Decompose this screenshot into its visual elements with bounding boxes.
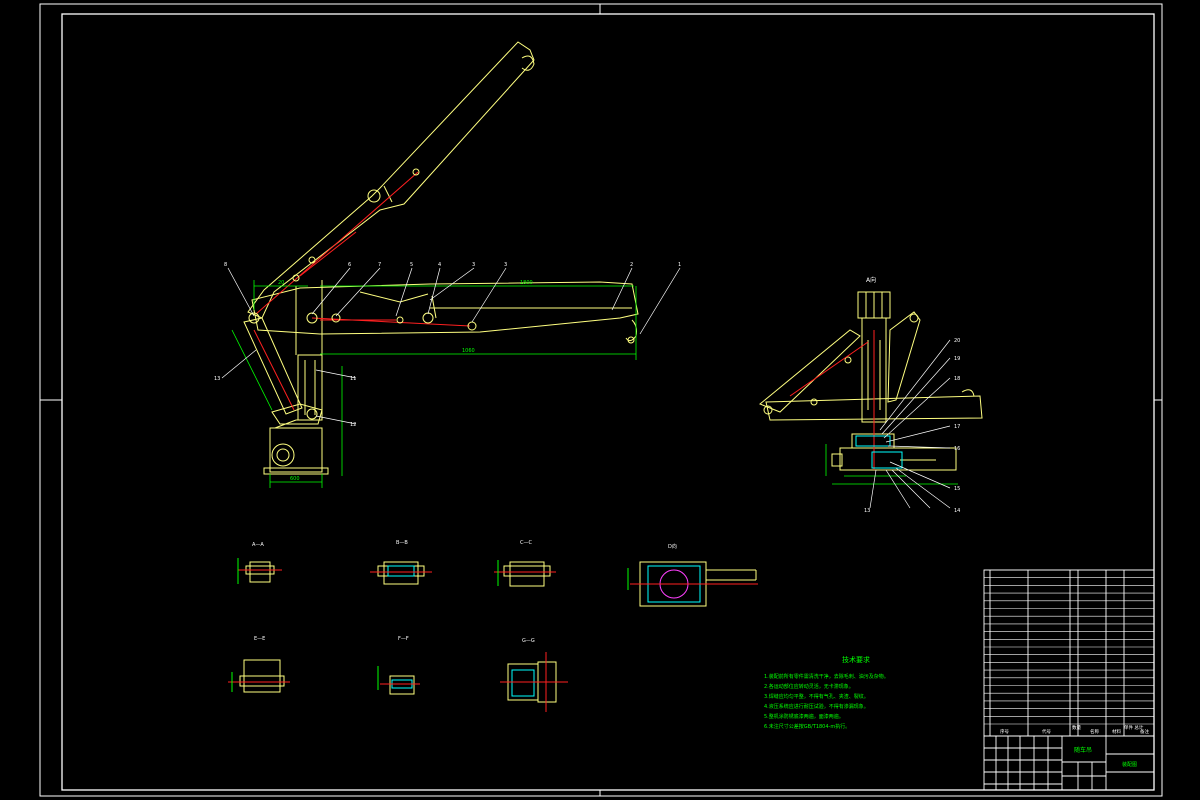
section-views: A—A B—B C—C D向 [228,540,758,712]
dim-label-boom: 1800 [520,280,533,286]
bill-of-materials: 序号 代号 名称 数量 材料 单件 总计 备注 [983,569,1155,737]
balloon-8: 8 [224,262,227,268]
dim-label-base: 600 [290,476,300,482]
bom-header-remark: 备注 [1140,728,1149,735]
detail-d [627,561,758,607]
balloon-12: 12 [350,422,356,428]
section-c [494,560,556,587]
side-view-label: A向 [866,276,876,284]
notes-heading: 技术要求 [842,655,870,664]
balloon-6: 6 [348,262,351,268]
main-leaders [221,267,681,425]
detail-d-label: D向 [668,543,677,550]
balloon-17: 17 [954,424,960,430]
balloon-13-side: 13 [864,508,870,514]
crane-column [271,280,323,425]
balloon-5: 5 [410,262,413,268]
pivot-pins [248,168,477,420]
section-b-label: B—B [396,540,408,546]
drawing-name: 随车吊 [1074,746,1092,754]
note-line-5: 5.整机涂防锈底漆两遍，面漆两遍。 [764,713,844,720]
balloon-3b: 3 [504,262,507,268]
title-block [983,735,1155,791]
balloon-1: 1 [678,262,681,268]
balloon-18: 18 [954,376,960,382]
crane-base [263,419,329,475]
main-crane-view: 1800 1060 600 20 8 6 7 5 4 3 3 2 [214,41,681,488]
bom-header-no: 序号 [1000,728,1009,735]
section-g-label: G—G [522,638,535,644]
balloon-2: 2 [630,262,633,268]
note-line-6: 6.未注尺寸公差按GB/T1804-m执行。 [764,723,850,730]
bom-header: 序号 代号 名称 数量 材料 单件 总计 备注 [1000,724,1149,735]
main-dimensions [231,280,637,488]
balloon-14: 14 [954,508,960,514]
balloon-4: 4 [438,262,441,268]
dim-label-top: 20 [278,280,284,286]
side-balloons: 20 19 18 17 16 15 14 13 [864,338,960,514]
section-a [237,558,282,584]
balloon-20: 20 [954,338,960,344]
section-e-label: E—E [254,636,265,642]
drawing-frame [39,3,1163,797]
note-line-3: 3.焊缝应均匀平整，不得有气孔、夹渣、裂纹。 [764,693,869,700]
balloon-15: 15 [954,486,960,492]
balloon-13: 13 [214,376,220,382]
section-g [500,652,568,712]
drawing-subtitle: 装配图 [1122,761,1137,768]
bom-header-weight: 单件 总计 [1124,724,1144,731]
section-c-label: C—C [520,540,532,546]
bom-header-qty: 数量 [1072,724,1081,731]
dim-label-mid: 1060 [462,348,475,354]
note-line-2: 2.各运动部位应转动灵活，无卡滞现象。 [764,683,854,690]
balloon-3: 3 [472,262,475,268]
section-e [228,659,290,693]
main-balloons: 8 6 7 5 4 3 3 2 1 13 11 12 [214,262,681,428]
main-boom [251,281,639,344]
technical-notes: 技术要求 1.装配前所有零件需清洗干净，去除毛刺、油污及杂物。 2.各运动部位应… [764,655,889,730]
bom-header-code: 代号 [1042,728,1051,735]
bom-header-material: 材料 [1112,728,1121,735]
jib-arm [247,41,535,319]
section-a-label: A—A [252,542,264,548]
balloon-16: 16 [954,446,960,452]
balloon-19: 19 [954,356,960,362]
side-leaders [869,339,951,509]
side-view: A向 [759,276,983,514]
note-line-4: 4.液压系统应进行耐压试验，不得有渗漏现象。 [764,703,869,710]
center-lines [255,171,471,327]
section-f-label: F—F [398,636,409,642]
balloon-7: 7 [378,262,381,268]
section-b [370,561,432,585]
note-line-1: 1.装配前所有零件需清洗干净，去除毛刺、油污及杂物。 [764,673,889,680]
balloon-11: 11 [350,376,356,382]
section-f [377,666,420,695]
bom-header-name: 名称 [1090,728,1099,735]
